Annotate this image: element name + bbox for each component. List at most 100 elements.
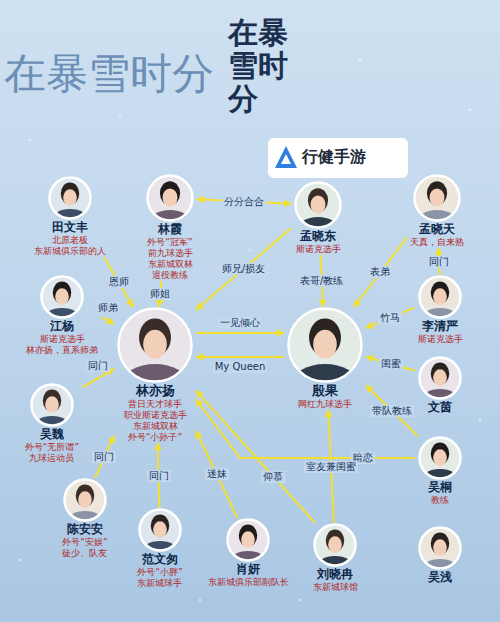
- portrait-ring: [50, 178, 91, 219]
- character-node: 范文匆外号“小胖”东新城球手: [134, 508, 185, 589]
- portrait: [418, 275, 462, 319]
- character-node: 吴桐教练: [415, 436, 465, 506]
- character-node: 刘晓冉东新城球馆: [310, 523, 361, 593]
- relation-label: 仰慕: [261, 471, 285, 483]
- relation-label: 表弟: [368, 266, 392, 278]
- character-note: 前九球选手: [146, 248, 194, 259]
- portrait-icon: [287, 307, 363, 383]
- portrait: [418, 526, 462, 570]
- character-note: 徒少、队友: [62, 548, 107, 559]
- portrait: [117, 307, 193, 383]
- character-name: 陈安安: [62, 522, 107, 537]
- character-node: 林霞外号“冠军”前九球选手东新城双林退役教练: [143, 174, 197, 281]
- relation-label: 室友兼闺蜜: [304, 461, 358, 473]
- portrait-ring: [420, 358, 461, 399]
- portrait-face: [313, 330, 337, 359]
- character-node: 陈安安外号“安娱”徒少、队友: [59, 478, 110, 559]
- background-title-watermark: 在暴雪时分: [4, 50, 214, 98]
- character-note: 东新城球手: [137, 578, 182, 589]
- character-note: 东新城双林: [117, 421, 193, 432]
- character-name: 林霞: [146, 222, 194, 237]
- watermark-logo: [275, 146, 297, 168]
- relation-arrow: [101, 317, 114, 324]
- portrait-face: [430, 188, 445, 206]
- character-name: 殷果: [287, 383, 363, 399]
- relation-label: 迷妹: [205, 468, 229, 480]
- character-name: 吴桐: [418, 480, 462, 495]
- portrait-ring: [228, 520, 269, 561]
- portrait: [48, 176, 92, 220]
- watermark-box: [268, 138, 408, 178]
- portrait-icon: [418, 436, 462, 480]
- character-note: 林亦扬，直系师弟: [26, 345, 98, 356]
- portrait-icon: [146, 174, 194, 222]
- relation-label: 同门: [427, 256, 451, 268]
- diagram-title: 在暴雪时分: [228, 16, 292, 115]
- portrait-ring: [415, 176, 460, 221]
- character-node: 文茵: [415, 356, 465, 415]
- character-note: 外号“小胖”: [137, 567, 182, 578]
- character-note: 外号“冠军”: [146, 237, 194, 248]
- character-note: 网红九球选手: [287, 399, 363, 410]
- relation-label: 同门: [86, 360, 110, 372]
- character-name: 孟晓东: [294, 229, 342, 244]
- portrait-ring: [420, 438, 461, 479]
- character-node: 吴浅: [415, 526, 465, 585]
- portrait-ring: [315, 525, 356, 566]
- relation-label: 同门: [92, 451, 116, 463]
- character-note: 东新城俱乐部的人: [34, 246, 106, 257]
- relation-arrow: [196, 356, 284, 358]
- portrait-face: [63, 189, 77, 206]
- relation-label: 闺蜜: [379, 358, 403, 370]
- portrait-face: [241, 531, 255, 548]
- character-note: 教练: [418, 495, 462, 506]
- relation-label: 竹马: [378, 312, 402, 324]
- relation-arrow: [196, 332, 284, 334]
- relation-label: 师姐: [148, 288, 172, 300]
- character-node: 江杨斯诺克选手林亦扬，直系师弟: [23, 275, 101, 356]
- character-node: 李清严斯诺克选手: [415, 275, 466, 345]
- character-note: 东新城双林: [146, 259, 194, 270]
- portrait: [146, 174, 194, 222]
- character-name: 吴浅: [418, 570, 462, 585]
- portrait: [287, 307, 363, 383]
- character-node: 孟晓天天真，自来熟: [407, 174, 467, 248]
- character-note: 外号“小孙子”: [117, 432, 193, 443]
- character-name: 孟晓天: [410, 222, 464, 237]
- relation-label: 分分合合: [222, 196, 266, 208]
- character-node: 殷果网红九球选手: [284, 307, 366, 410]
- portrait: [418, 356, 462, 400]
- portrait-icon: [418, 526, 462, 570]
- character-name: 吴魏: [25, 427, 79, 442]
- portrait: [294, 181, 342, 229]
- character-name: 肖妍: [208, 562, 289, 577]
- portrait-face: [78, 491, 92, 508]
- portrait-icon: [48, 176, 92, 220]
- relation-arrow: [196, 400, 415, 458]
- relation-arrow: [366, 357, 415, 371]
- character-name: 林亦扬: [117, 383, 193, 399]
- relation-label: 恩师: [107, 276, 131, 288]
- portrait: [40, 275, 84, 319]
- portrait-face: [143, 330, 167, 359]
- character-note: 斯诺克选手: [294, 244, 342, 255]
- character-name: 范文匆: [137, 552, 182, 567]
- portrait-icon: [294, 181, 342, 229]
- portrait: [138, 508, 182, 552]
- portrait: [63, 478, 107, 522]
- portrait-icon: [226, 518, 270, 562]
- portrait-icon: [413, 174, 461, 222]
- character-node: 肖妍东新城俱乐部副队长: [205, 518, 292, 588]
- portrait: [413, 174, 461, 222]
- relation-label: My Queen: [213, 361, 268, 373]
- portrait-icon: [40, 275, 84, 319]
- relation-label: 师弟: [96, 302, 120, 314]
- character-node: 田文丰北原老板东新城俱乐部的人: [31, 176, 109, 257]
- character-name: 文茵: [418, 400, 462, 415]
- character-note: 外号“无所谓”: [25, 442, 79, 453]
- portrait-ring: [119, 309, 192, 382]
- character-note: 东新城俱乐部副队长: [208, 577, 289, 588]
- relation-label: 表哥/教练: [298, 275, 345, 287]
- character-name: 江杨: [26, 319, 98, 334]
- character-note: 外号“安娱”: [62, 537, 107, 548]
